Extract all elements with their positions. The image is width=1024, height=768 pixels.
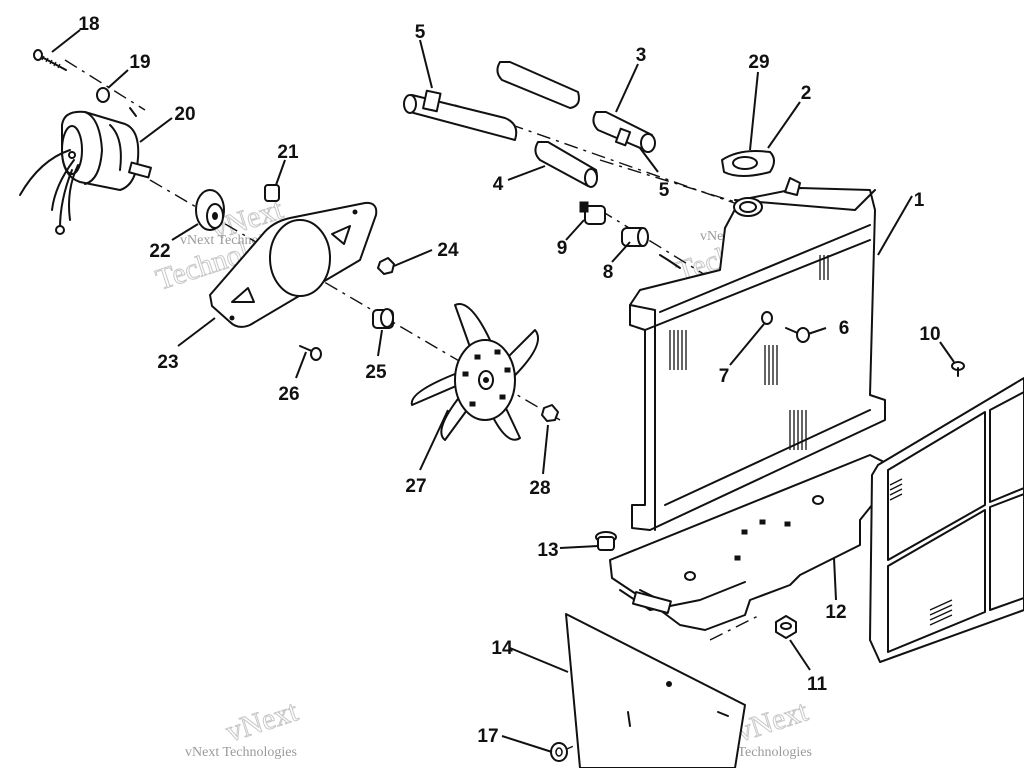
- callout-10: 10: [919, 324, 940, 345]
- callout-14: 14: [491, 638, 513, 659]
- side-panel-part-14: [565, 613, 746, 768]
- hose-part-3: [592, 111, 656, 153]
- callout-13: 13: [537, 540, 558, 561]
- watermark-small-3: vNext Technologies: [185, 745, 297, 760]
- spacer-part-25: [372, 308, 394, 329]
- screw-part-6: [785, 327, 810, 343]
- callout-3: 3: [636, 45, 647, 66]
- callout-labels: 18 19 20 21 22 23 24 25 26 27 28 5 3 4 5…: [78, 14, 940, 747]
- callout-17: 17: [477, 726, 498, 747]
- callout-7: 7: [719, 366, 730, 387]
- callout-6: 6: [839, 318, 850, 339]
- callout-20: 20: [174, 104, 195, 125]
- nut-part-11: [775, 615, 797, 639]
- watermark-big-5: vNext: [222, 694, 303, 748]
- watermark-group-bottom-left: vNext vNext Technologies: [185, 694, 303, 760]
- callout-19: 19: [129, 52, 150, 73]
- hose-part-4: [534, 141, 598, 188]
- cap-gasket-part-29: [721, 150, 775, 177]
- callout-8: 8: [603, 262, 614, 283]
- hose-part-5-upper: [403, 89, 518, 141]
- spacer-part-21: [264, 184, 280, 202]
- hose-part-3-left: [496, 61, 580, 109]
- callout-1: 1: [914, 190, 925, 211]
- bumper-part-13: [595, 531, 617, 551]
- washer-part-17: [550, 742, 568, 762]
- leader-lines: [51, 29, 955, 753]
- callout-29: 29: [748, 52, 769, 73]
- screw-part-18: [33, 49, 67, 71]
- hub-part-22: [195, 189, 225, 231]
- callout-27: 27: [405, 476, 426, 497]
- nut-part-24: [377, 257, 395, 275]
- callout-24: 24: [437, 240, 459, 261]
- mounting-plate-part-23: [209, 201, 378, 328]
- screw-part-10: [951, 361, 965, 377]
- callout-5-upper: 5: [415, 22, 426, 43]
- callout-5-lower: 5: [659, 180, 670, 201]
- fan-blade-part-27: [410, 303, 540, 441]
- fan-motor-part-20: [19, 107, 152, 235]
- callout-25: 25: [365, 362, 387, 383]
- callout-26: 26: [278, 384, 299, 405]
- callout-9: 9: [557, 238, 568, 259]
- watermark-big-6: vNext: [732, 694, 813, 748]
- washer-part-19: [96, 87, 110, 103]
- callout-4: 4: [493, 174, 504, 195]
- callout-23: 23: [157, 352, 178, 373]
- callout-21: 21: [277, 142, 299, 163]
- nut-part-28: [541, 404, 559, 422]
- grommet-part-9: [579, 201, 606, 225]
- callout-18: 18: [78, 14, 99, 35]
- callout-22: 22: [149, 241, 170, 262]
- callout-11: 11: [807, 674, 828, 695]
- screw-part-26: [299, 345, 322, 361]
- grille-panel: [869, 377, 1024, 663]
- grommet-part-8: [621, 227, 649, 247]
- radiator-part-1: [629, 177, 886, 531]
- callout-28: 28: [529, 478, 550, 499]
- callout-2: 2: [801, 83, 812, 104]
- callout-12: 12: [825, 602, 846, 623]
